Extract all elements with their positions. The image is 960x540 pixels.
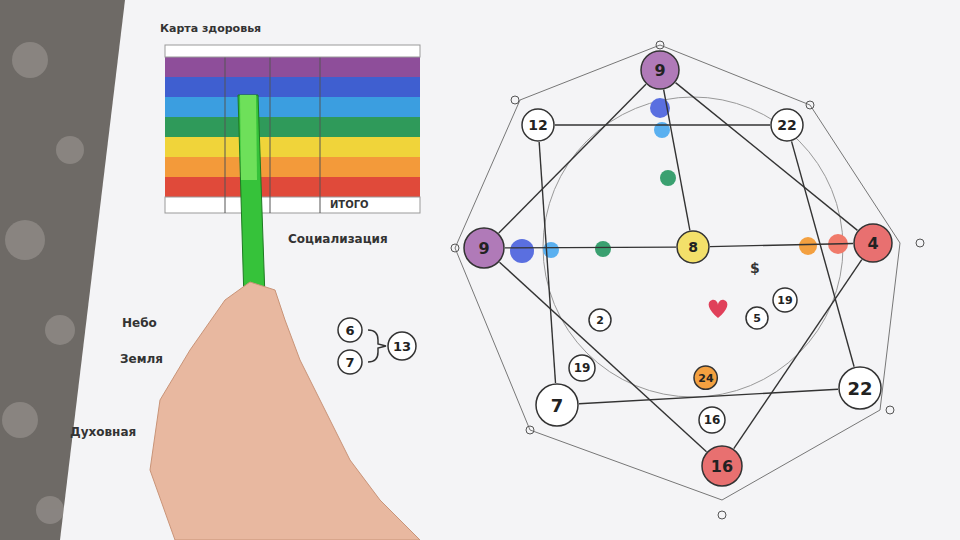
- chart-line: [792, 141, 855, 366]
- text-label: Небо: [122, 316, 157, 330]
- circle-number: 19: [777, 294, 792, 307]
- chart-line: [505, 246, 676, 248]
- circle-number: 22: [777, 117, 796, 133]
- text-label: Карта здоровья: [160, 22, 261, 35]
- circle-number: 8: [688, 239, 698, 255]
- number-circle: 22: [770, 108, 804, 142]
- number-circle: 24: [693, 365, 718, 390]
- chart-line: [499, 262, 706, 452]
- number-circle: 2: [588, 308, 612, 332]
- number-circle: 5: [745, 306, 769, 330]
- number-circle: 9: [640, 50, 680, 90]
- number-circle: 9: [463, 227, 505, 269]
- chakra-dots: [510, 98, 848, 263]
- circle-number: 5: [753, 312, 761, 325]
- text-label: ИТОГО: [330, 199, 369, 210]
- chart-line: [664, 90, 690, 231]
- outer-octagon: [455, 45, 900, 500]
- text-label: Земля: [120, 352, 163, 366]
- number-circle: 19: [772, 287, 798, 313]
- circle-number: 16: [704, 413, 721, 427]
- circle-number: 22: [847, 378, 872, 399]
- number-circle: 16: [701, 445, 743, 487]
- circle-number: 12: [528, 117, 547, 133]
- circle-number: 19: [574, 361, 591, 375]
- chart-line: [734, 260, 862, 449]
- number-circle: 8: [676, 230, 710, 264]
- number-circle: 16: [698, 406, 726, 434]
- bracket: [368, 330, 386, 362]
- number-circle: 19: [568, 354, 596, 382]
- number-circle: 6: [337, 317, 363, 343]
- number-circle: 13: [387, 331, 417, 361]
- text-label: Социализация: [288, 232, 388, 246]
- corner-dots: [451, 41, 924, 519]
- number-circle: 22: [838, 366, 882, 410]
- circle-number: 9: [478, 239, 489, 258]
- paper-sheet: [60, 0, 960, 540]
- chart-line: [499, 84, 646, 233]
- number-circle: 7: [337, 349, 363, 375]
- number-circle: 7: [535, 383, 579, 427]
- hand-and-pen: [150, 95, 420, 540]
- number-circle: 12: [521, 108, 555, 142]
- text-label: Духовная: [70, 425, 136, 439]
- health-table: [165, 45, 420, 213]
- circle-number: 13: [393, 339, 411, 354]
- number-circle: 4: [853, 223, 893, 263]
- circle-number: 6: [345, 323, 354, 338]
- text-label: $: [750, 260, 760, 276]
- circle-number: 7: [345, 355, 354, 370]
- chart-line: [555, 124, 770, 125]
- circle-number: 7: [551, 395, 564, 416]
- chart-line: [676, 83, 858, 231]
- chart-line: [579, 389, 838, 404]
- circle-number: 9: [654, 61, 665, 80]
- circle-number: 4: [867, 234, 878, 253]
- circle-number: 16: [711, 457, 733, 476]
- chart-line: [710, 243, 853, 246]
- circle-number: 2: [596, 314, 604, 327]
- circle-number: 24: [698, 372, 713, 385]
- heart-symbol: [709, 300, 728, 318]
